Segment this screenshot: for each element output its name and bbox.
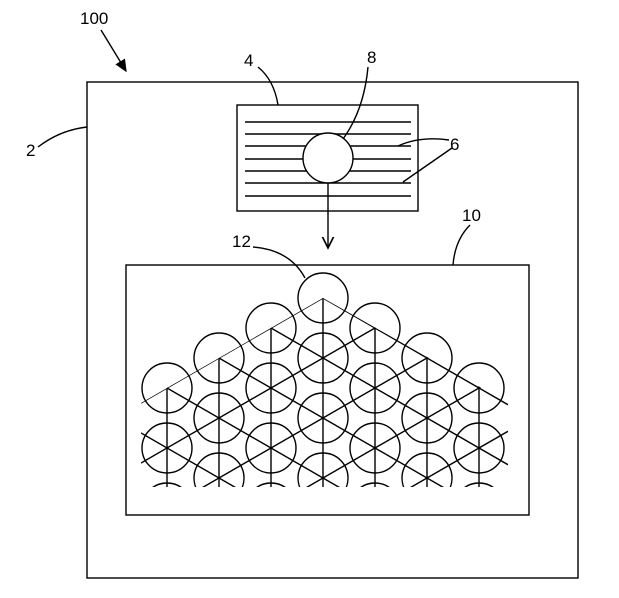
lattice-circle [245, 302, 297, 354]
lattice-circle [256, 482, 286, 487]
lines-leader-2 [402, 147, 453, 183]
lattice-circle [349, 362, 401, 414]
lattice-circle [349, 422, 401, 474]
target-region-outline [125, 264, 530, 516]
lattice-diagonal-line [141, 432, 241, 487]
lines-leader-1 [397, 138, 450, 147]
element-leader [252, 246, 306, 279]
aperture-circle [302, 132, 354, 184]
lattice-circle [464, 482, 494, 487]
lattice-circle [360, 482, 390, 487]
label-aperture: 8 [367, 48, 376, 67]
lattice-circle [245, 422, 297, 474]
label-lattice-element: 12 [232, 232, 251, 251]
label-device: 100 [80, 9, 108, 28]
lattice-circle [401, 332, 453, 384]
lattice-circle [193, 332, 245, 384]
lattice-circle [245, 362, 297, 414]
lattice-circle [297, 392, 349, 444]
device-arrow [100, 29, 127, 73]
lattice-diagonal-line [412, 298, 508, 346]
lattice-circle [297, 332, 349, 384]
lattice-diagonal-line [141, 372, 345, 487]
lattice-circle [193, 452, 245, 487]
target-leader [452, 224, 471, 266]
lattice-circle [453, 422, 505, 474]
lattice-diagonal-line [308, 298, 508, 406]
lattice-circle [141, 362, 193, 414]
lattice-diagonal-line [204, 298, 508, 466]
lattice-diagonal-line [141, 298, 338, 404]
plate-leader [257, 66, 279, 106]
lattice-circle [297, 452, 349, 487]
lattice-circle [193, 392, 245, 444]
lattice-circle [453, 362, 505, 414]
lattice-circle [401, 452, 453, 487]
lattice-circle [297, 272, 349, 324]
housing-leader [37, 126, 88, 148]
lattice-circle [141, 422, 193, 474]
lattice-circle [401, 392, 453, 444]
label-source-plate: 4 [244, 51, 253, 70]
lattice-circles [141, 272, 505, 487]
housing-outline [86, 81, 579, 579]
lattice-circle [349, 302, 401, 354]
lattice-diagonal-line [141, 298, 234, 344]
label-target-region: 10 [462, 206, 481, 225]
aperture-leader [342, 66, 369, 140]
label-housing: 2 [26, 141, 35, 160]
lattice-circle [152, 482, 182, 487]
label-lines: 6 [450, 135, 459, 154]
lattice-lines [141, 298, 508, 487]
